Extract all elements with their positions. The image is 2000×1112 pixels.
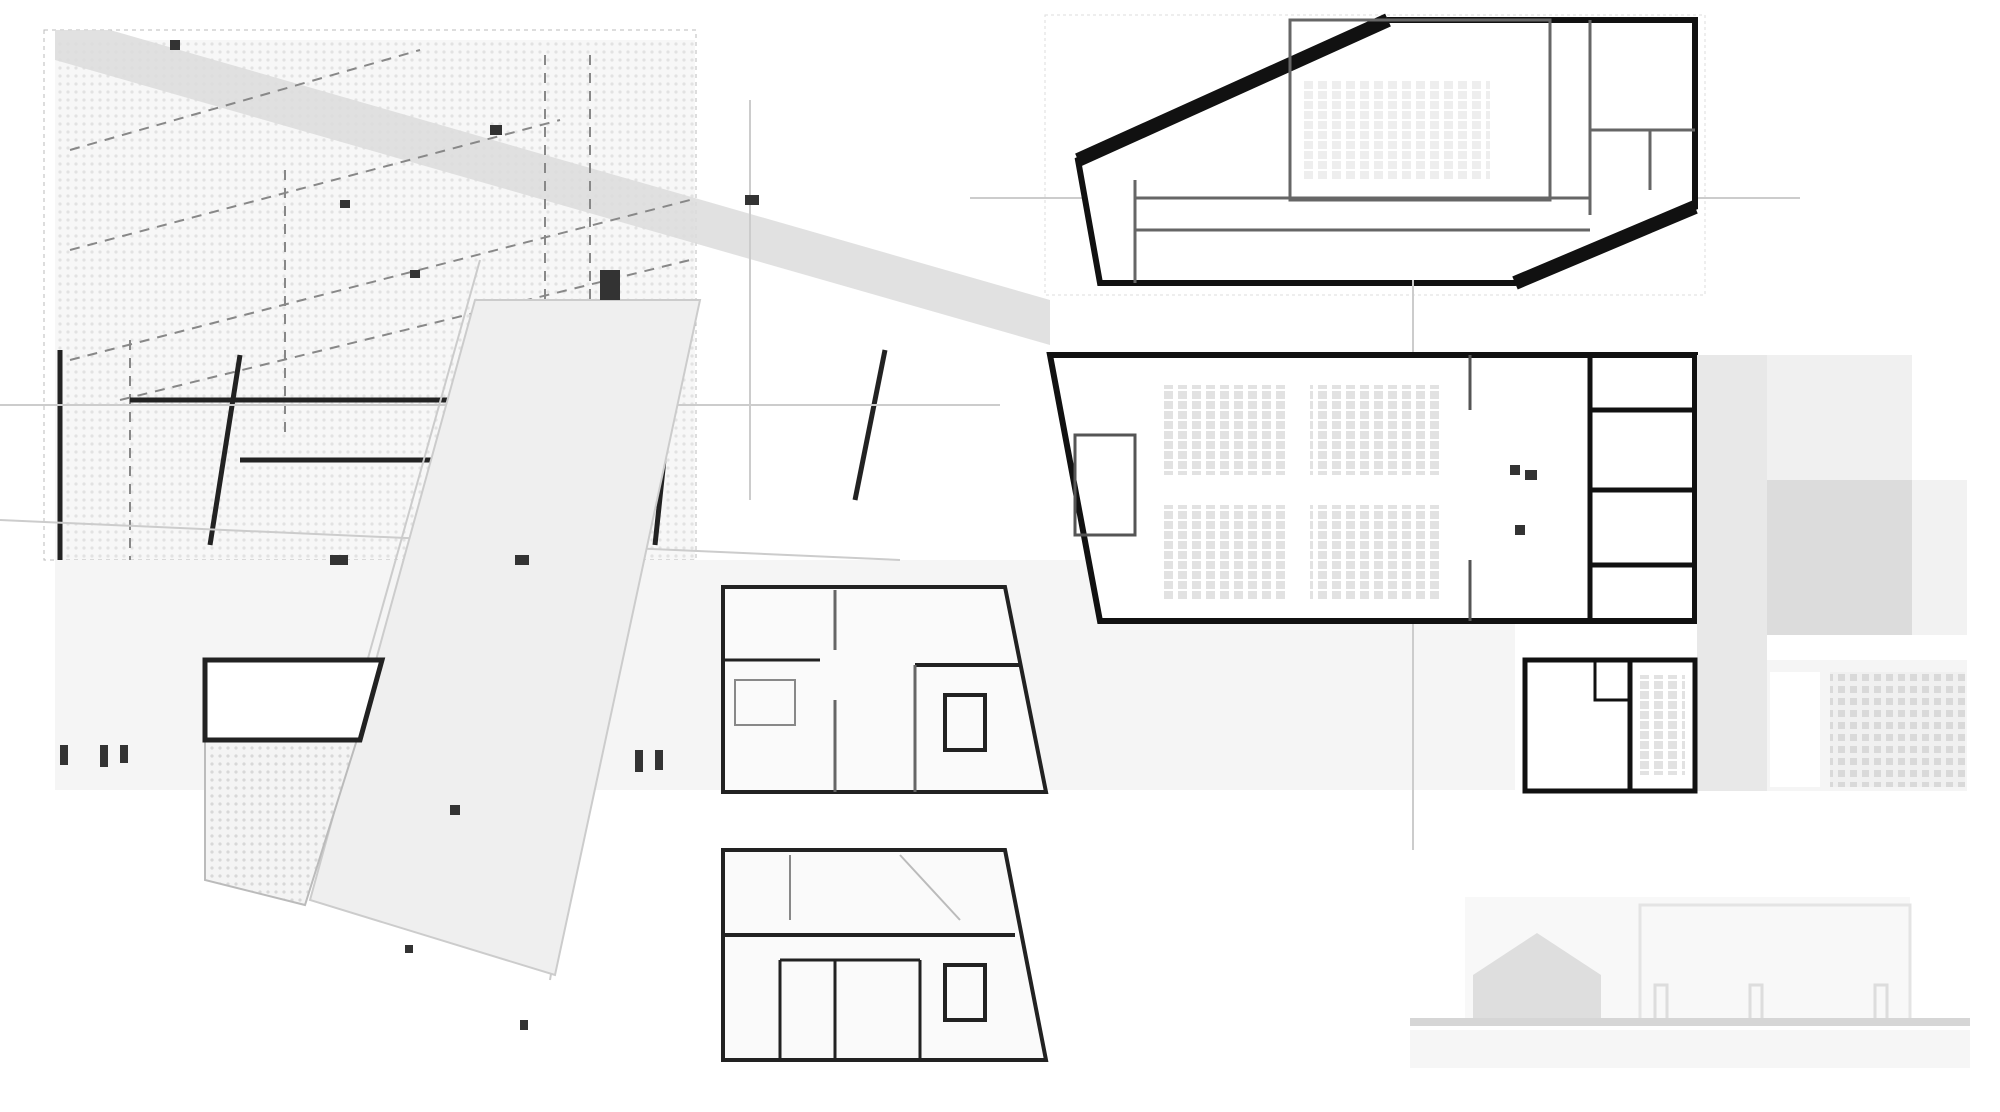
elevation-view — [1410, 897, 1970, 1068]
unit-plan-a — [721, 585, 1049, 794]
diagonal-band — [55, 30, 1050, 345]
annex-plan — [1522, 657, 1698, 794]
unit-plan-b — [721, 848, 1049, 1062]
axonometric-figures — [60, 40, 759, 1030]
floor-plan-ground — [1046, 280, 1735, 850]
site-context-panel — [1697, 355, 1967, 791]
floor-plan-upper — [970, 13, 1800, 296]
stair-tower-walls — [202, 657, 386, 743]
